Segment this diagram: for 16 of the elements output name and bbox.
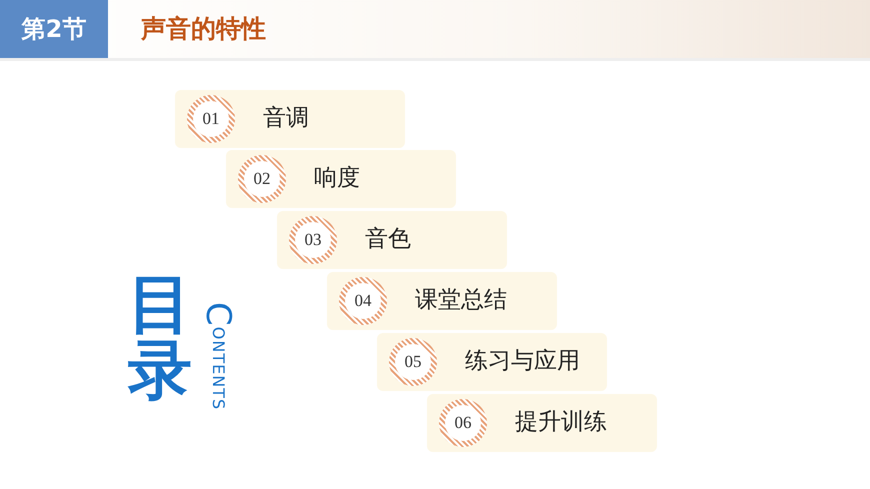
menu-card	[226, 150, 456, 208]
menu-card	[277, 211, 507, 269]
item-title: 响度	[314, 164, 360, 193]
slide-title: 声音的特性	[141, 14, 266, 44]
item-title: 练习与应用	[465, 347, 580, 376]
item-title: 课堂总结	[415, 286, 507, 315]
menu-card	[327, 272, 557, 330]
heading: 目录	[128, 272, 193, 404]
item-title: 提升训练	[515, 408, 607, 437]
menu-card	[175, 90, 405, 148]
subheading: CONTENTS	[198, 302, 238, 410]
menu-card	[427, 394, 657, 452]
item-title: 音色	[365, 225, 411, 254]
menu-card	[377, 333, 607, 391]
section-tag: 第2节	[0, 0, 108, 58]
item-title: 音调	[263, 104, 309, 133]
